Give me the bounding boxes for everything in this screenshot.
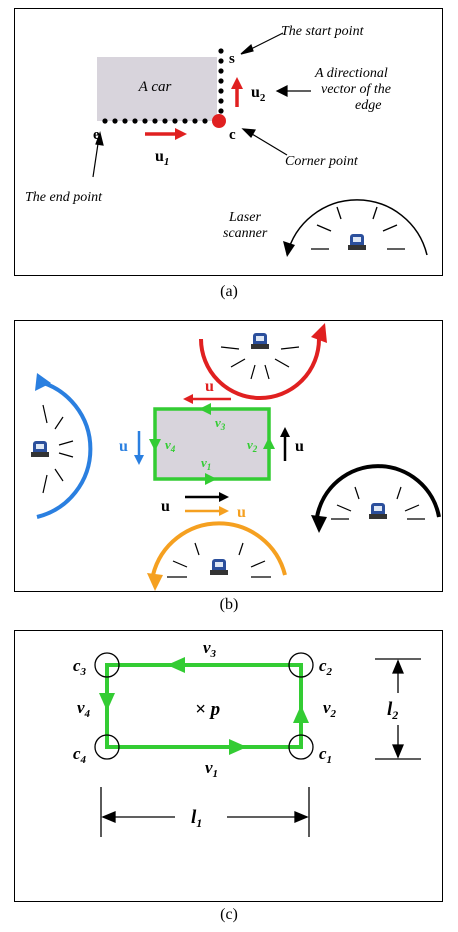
panel-c-diagram: c3 c2 c4 c1 v3 v4 v1 v2 × p l1 l2 (73, 638, 421, 837)
v2-arrowhead (263, 437, 275, 449)
v2-label-c: v2 (323, 698, 337, 720)
l2-dimension (375, 658, 421, 760)
start-letter: s (229, 51, 235, 67)
v1-arrowhead (205, 473, 217, 485)
u-top-label: u (205, 378, 214, 395)
u-right-label: u (295, 438, 304, 455)
c4-label: c4 (73, 744, 87, 766)
u2-arrow (231, 77, 243, 107)
end-point-text: The end point (25, 190, 103, 205)
laser-scanner-a (283, 199, 428, 257)
u2-label: u2 (251, 84, 266, 104)
c2-label: c2 (319, 656, 333, 678)
v3-label-b: v3 (215, 415, 226, 432)
directional-text-2: vector of the (321, 82, 391, 97)
panel-b: v3 v4 v1 v2 u u u u u (14, 320, 443, 592)
u-left-label: u (119, 438, 128, 455)
u-bottom-orange-arrow (185, 506, 229, 516)
c3-label: c3 (73, 656, 87, 678)
v3-arrowhead-c (167, 657, 185, 673)
v4-label-c: v4 (77, 698, 91, 720)
caption-c: (c) (220, 906, 238, 923)
laser-text-2: scanner (223, 226, 268, 241)
u-bottom-black-arrow (185, 492, 229, 502)
l1-label: l1 (191, 807, 202, 830)
horizontal-dotted-edge (102, 118, 208, 124)
panel-c: c3 c2 c4 c1 v3 v4 v1 v2 × p l1 l2 (14, 630, 443, 902)
v4-arrowhead (149, 439, 161, 451)
car-label: A car (138, 79, 172, 95)
corner-letter: c (229, 127, 236, 143)
directional-text-1: A directional (314, 66, 388, 81)
vertical-dotted-edge (218, 48, 224, 114)
center-point-label: × p (195, 699, 220, 720)
directional-text-3: edge (355, 98, 381, 113)
v4-arrowhead-c (99, 693, 115, 711)
laser-scanner-blue (31, 373, 93, 519)
start-point-text: The start point (281, 24, 365, 39)
corner-circles (94, 652, 314, 760)
panel-a: A car s c e u1 u2 (14, 8, 443, 276)
laser-scanner-orange (147, 521, 287, 591)
laser-text-1: Laser (228, 210, 261, 225)
laser-scanner-black (311, 464, 441, 533)
v2-arrowhead-c (293, 705, 309, 723)
corner-point-text: Corner point (285, 154, 359, 169)
v2-label-b: v2 (247, 437, 258, 454)
c1-label: c1 (319, 744, 332, 766)
caption-b: (b) (219, 596, 239, 613)
car-rectangle (97, 57, 217, 121)
u1-arrow (145, 128, 187, 140)
v1-label-b: v1 (201, 455, 211, 472)
u-bottom-black-label: u (161, 498, 170, 515)
u-top-arrow (183, 394, 231, 404)
v1-arrowhead-c (229, 739, 247, 755)
panel-a-diagram: A car s c e u1 u2 (25, 24, 428, 257)
v4-label-b: v4 (165, 437, 176, 454)
u-bottom-orange-label: u (237, 504, 246, 521)
laser-scanner-red (199, 323, 327, 400)
end-letter: e (93, 127, 100, 143)
corner-point-dot (212, 114, 226, 128)
u1-label: u1 (155, 148, 169, 168)
l2-label: l2 (387, 699, 398, 722)
u-left-arrow (134, 431, 144, 465)
v3-label-c: v3 (203, 638, 217, 660)
panel-b-diagram: v3 v4 v1 v2 u u u u u (31, 323, 441, 591)
caption-a: (a) (220, 283, 238, 300)
u-right-arrow (280, 427, 290, 461)
l1-dimension (100, 787, 310, 837)
v1-label-c: v1 (205, 758, 218, 780)
annotation-arrows (92, 32, 311, 178)
v3-arrowhead (199, 403, 211, 415)
